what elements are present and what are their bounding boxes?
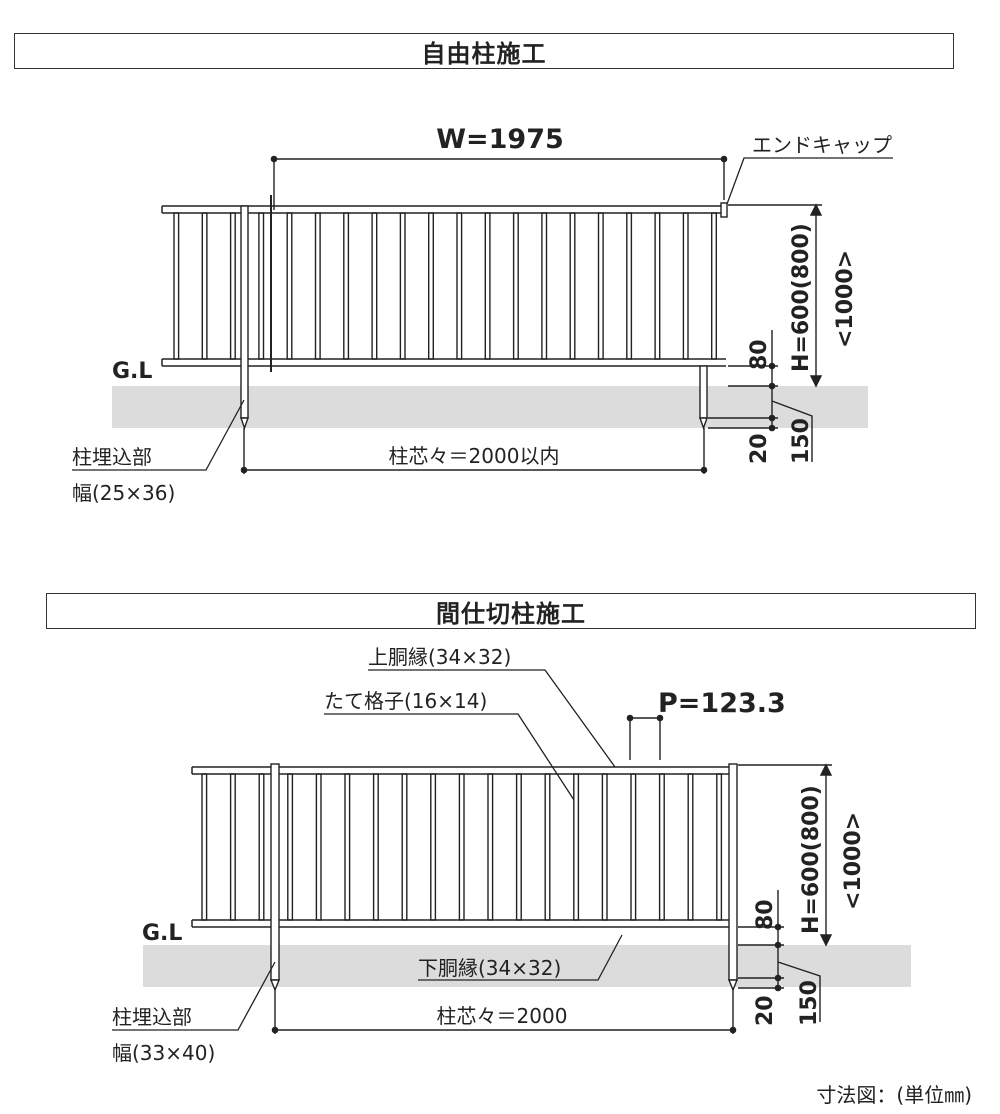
section1-drawing: W=1975 エンドキャップ H=600(800) <1000> 80 20 (72, 124, 893, 505)
span-label: 柱芯々＝2000 (437, 1004, 568, 1028)
dim-80-label: 80 (753, 899, 778, 930)
pitch-label: P=123.3 (658, 688, 786, 719)
post-label: 柱埋込部 (72, 445, 152, 469)
pickets (173, 212, 718, 360)
picket (458, 773, 465, 921)
post-size: 幅(25×36) (72, 481, 175, 505)
picket (597, 212, 604, 360)
post-size: 幅(33×40) (112, 1041, 215, 1065)
lattice-callout (324, 713, 575, 801)
post-right (699, 365, 708, 431)
pitch-dimension (626, 714, 664, 760)
height-alt-label: <1000> (841, 812, 866, 910)
picket (654, 212, 661, 360)
section2-title: 間仕切柱施工 (46, 593, 976, 629)
picket (487, 773, 494, 921)
span-label: 柱芯々＝2000以内 (389, 444, 560, 468)
picket (430, 773, 437, 921)
height-label: H=600(800) (799, 785, 824, 934)
top-rail-label: 上胴縁(34×32) (368, 645, 511, 669)
lattice-label: たて格子(16×14) (324, 689, 487, 713)
top-rail-callout (368, 669, 616, 768)
picket (456, 212, 463, 360)
section2-drawing: P=123.3 上胴縁(34×32) たて格子(16×14) 下胴縁(34×32… (112, 645, 911, 1065)
height-label: H=600(800) (789, 223, 814, 372)
picket (515, 773, 522, 921)
picket (314, 212, 321, 360)
picket (258, 773, 265, 921)
picket (682, 212, 689, 360)
picket (229, 212, 236, 360)
picket (541, 212, 548, 360)
span-dimension (271, 990, 737, 1034)
post-callout (112, 961, 276, 1031)
picket (399, 212, 406, 360)
dim-20-label: 20 (753, 995, 778, 1026)
post-left (240, 205, 249, 431)
picket (484, 212, 491, 360)
endcap-callout (726, 157, 893, 205)
picket (229, 773, 236, 921)
span-dimension (240, 428, 708, 474)
picket (601, 773, 608, 921)
picket (372, 773, 379, 921)
unit-note: 寸法図：(単位㎜) (816, 1083, 972, 1107)
picket (544, 773, 551, 921)
end-cap (720, 202, 728, 218)
picket (658, 773, 665, 921)
height-dimension (708, 203, 823, 462)
post-left (269, 763, 281, 992)
picket (711, 212, 718, 360)
dim-80-label: 80 (747, 339, 772, 370)
dim-20-label: 20 (747, 433, 772, 464)
bottom-rail-label: 下胴縁(34×32) (418, 956, 561, 980)
picket (630, 773, 637, 921)
gl-label: G.L (112, 359, 152, 384)
picket (173, 212, 180, 360)
picket (569, 212, 576, 360)
picket (201, 212, 208, 360)
picket (201, 773, 208, 921)
picket (626, 212, 633, 360)
post-label: 柱埋込部 (112, 1005, 192, 1029)
picket (315, 773, 322, 921)
picket (687, 773, 694, 921)
picket (401, 773, 408, 921)
post-right (727, 763, 739, 992)
height-alt-label: <1000> (833, 250, 858, 348)
pickets (201, 773, 723, 921)
picket (344, 773, 351, 921)
picket (512, 212, 519, 360)
picket (428, 212, 435, 360)
height-dimension (738, 763, 833, 1022)
section1-title: 自由柱施工 (14, 33, 954, 69)
post-callout (72, 399, 245, 471)
picket (286, 212, 293, 360)
picket (573, 773, 580, 921)
picket (287, 773, 294, 921)
dim-150-label: 150 (789, 418, 814, 464)
gl-label: G.L (142, 921, 182, 946)
picket (371, 212, 378, 360)
bottom-rail-callout (418, 934, 623, 981)
width-label: W=1975 (436, 124, 564, 155)
width-dimension (270, 155, 728, 372)
picket (258, 212, 265, 360)
picket (343, 212, 350, 360)
ground-area (112, 386, 868, 428)
dim-150-label: 150 (797, 980, 822, 1026)
endcap-label: エンドキャップ (752, 133, 892, 157)
picket (716, 773, 723, 921)
